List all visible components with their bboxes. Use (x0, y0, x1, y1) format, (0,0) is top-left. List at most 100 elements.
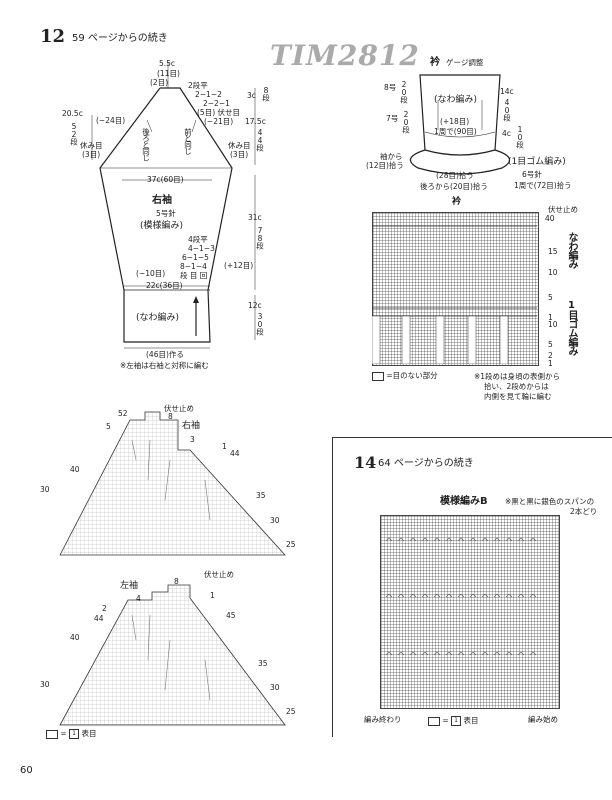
collar-needle8: 8号 (384, 83, 397, 92)
ls-8: 8 (174, 577, 179, 586)
collar-chart-grid (372, 212, 539, 366)
pattern-b-note1: ※黒と黒に銀色のスパンの (505, 497, 595, 506)
section-14-continuation: 64 ページからの続き (378, 458, 474, 469)
sleeve-title: 右袖 (152, 195, 172, 206)
sleeve-mid-width: 37c(60目) (147, 175, 184, 184)
inc-total: (+12目) (224, 261, 254, 270)
ls-45: 45 (226, 611, 236, 620)
sleeve-top-sts2: (2目) (150, 78, 169, 87)
pattern-b-end: 編み終わり (364, 715, 402, 724)
collar-r40: 40段 (502, 98, 512, 121)
pattern-b-legend: = 1 表目 (428, 715, 478, 726)
collar-r14: 14c (500, 87, 514, 96)
rs-52: 52 (118, 409, 128, 418)
section-14-number: 14 (354, 453, 377, 472)
pattern-b-title: 模様編みB (440, 496, 488, 507)
left-legend: = 1 表目 (46, 728, 96, 739)
collar-sleeve-pick: 袖から (380, 152, 403, 161)
rs-25: 25 (286, 540, 296, 549)
collar-note-2: 拾い、2段めからは (484, 382, 549, 391)
collar-sleeve-pick-n: (12目)拾う (366, 161, 404, 170)
sleeve-top-sts: (11目) (157, 69, 180, 78)
collar-chart-r5: 5 (548, 293, 553, 302)
collar-note-1: ※1段めは身頃の表側から (474, 372, 561, 381)
left-sleeve-chart-title: 左袖 (120, 581, 139, 591)
sleeve-right-r4: 30段 (255, 312, 265, 335)
back-same-label: 後ろと同じ (141, 128, 151, 161)
section-12-continuation: 59 ページからの続き (72, 33, 168, 44)
left-legend-text: 表目 (81, 729, 97, 738)
pattern-b-grid (380, 515, 560, 709)
rest-right-count: (3目) (230, 150, 249, 159)
collar-plus18: (+18目) (440, 117, 470, 126)
collar-round90: 1周で(90目) (434, 127, 477, 136)
ls-25: 25 (286, 707, 296, 716)
sleeve-right-r1: 8段 (261, 86, 271, 101)
collar-chart-r1b: 1 (548, 359, 553, 368)
inc-rule-4: 8−1−4 (180, 262, 207, 271)
collar-chart-bindoff: 伏せ止め (548, 205, 578, 214)
page-number: 60 (20, 765, 33, 776)
knit-symbol-b: 1 (451, 716, 462, 726)
rs-30: 30 (40, 485, 50, 494)
cuff-width: 22c(36目) (146, 281, 183, 290)
ls-40: 40 (70, 633, 80, 642)
rest-left-label: 休み目 (80, 141, 103, 150)
inc-rule-2: 4−1−3 (188, 244, 215, 253)
collar-chart-r10: 10 (548, 268, 558, 277)
collar-rows20b: 20段 (401, 110, 411, 133)
ls-2: 2 (102, 604, 107, 613)
sleeve-right-r2: 44段 (255, 128, 265, 151)
collar-chart-r2: 2 (548, 351, 553, 360)
pattern-b-start: 編み始め (528, 715, 558, 724)
rs-35: 35 (256, 491, 266, 500)
ls-35: 35 (258, 659, 268, 668)
collar-rib-label: 1目ゴム編み (566, 300, 577, 355)
rs-bindoff: 伏せ止め (164, 404, 194, 413)
collar-rows20a: 20段 (399, 80, 409, 103)
collar-chart-r5b: 5 (548, 340, 553, 349)
collar-legend-text: =目のない部分 (386, 371, 438, 380)
collar-back-pick: 後ろから(20目)拾う (420, 182, 488, 191)
inc-rule-1: 4段平 (188, 235, 208, 244)
sleeve-right-h4: 12c (248, 301, 262, 310)
knit-swatch-b (428, 716, 440, 726)
rs-3: 3 (190, 435, 195, 444)
sleeve-left-height: 20.5c (62, 109, 83, 118)
right-sleeve-chart-title: 右袖 (182, 421, 201, 431)
sleeve-right-r3: 78段 (255, 226, 265, 249)
inc-rule-3: 6−1−5 (182, 253, 209, 262)
collar-chart-r1: 1 (548, 313, 553, 322)
collar-chart-r10b: 10 (548, 320, 558, 329)
collar-pattern: (なわ編み) (434, 95, 478, 105)
sleeve-right-h1: 3c (247, 91, 256, 100)
ls-1: 1 (210, 591, 215, 600)
knit-symbol: 1 (69, 729, 80, 739)
sleeve-shape-4: (5目) 伏せ目 (197, 108, 241, 117)
sleeve-needle: 5号針 (156, 209, 176, 218)
cuff-pattern: (なわ編み) (136, 313, 180, 323)
watermark: TIM2812 (270, 39, 420, 72)
empty-cell-swatch (372, 371, 384, 381)
ls-bindoff: 伏せ止め (204, 570, 234, 579)
ls-4: 4 (136, 594, 141, 603)
sleeve-right-h3: 31c (248, 213, 262, 222)
sleeve-right-h2: 17.5c (245, 117, 266, 126)
pattern-b-marks (385, 537, 537, 656)
rs-30b: 30 (270, 516, 280, 525)
rs-44: 44 (230, 449, 240, 458)
collar-r4: 4c (502, 129, 511, 138)
collar-chart-r15: 15 (548, 247, 558, 256)
collar-cable-label: なわ編み (566, 232, 577, 268)
ls-30: 30 (40, 680, 50, 689)
pattern-b-legend-text: 表目 (463, 716, 479, 725)
section-14-divider-v (332, 437, 333, 737)
ls-44: 44 (94, 614, 104, 623)
sleeve-note: ※左袖は右袖と対称に編む (120, 361, 209, 370)
collar-r10: 10段 (515, 125, 525, 148)
collar-title: 衿 (430, 57, 440, 68)
dec-bottom: (−10目) (136, 269, 166, 278)
